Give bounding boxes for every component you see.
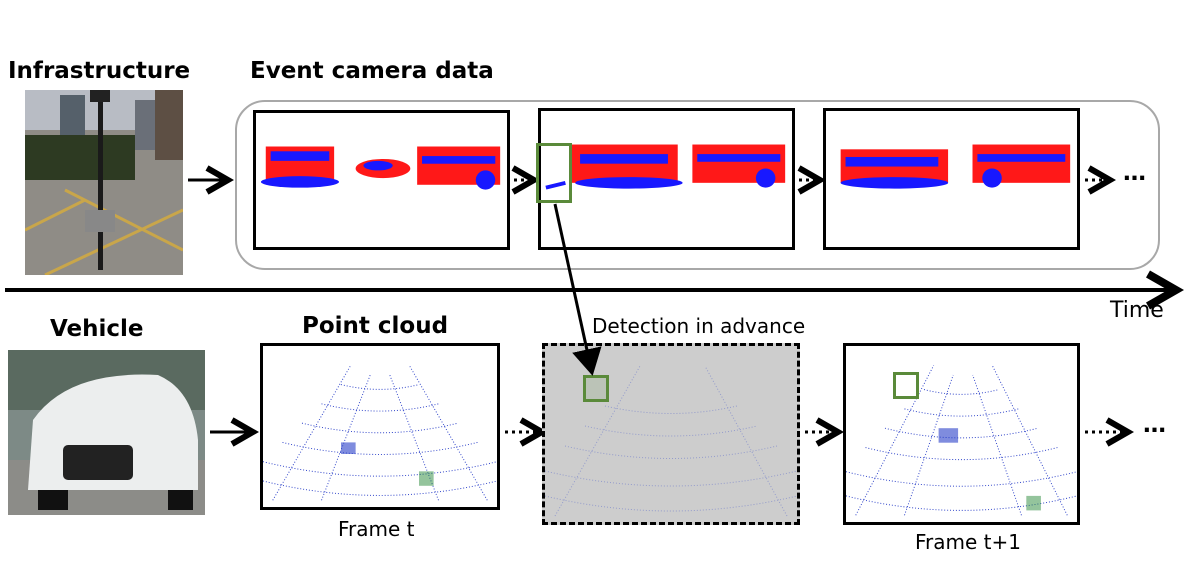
event-frame-3 bbox=[823, 108, 1080, 250]
detection-in-advance-label: Detection in advance bbox=[592, 314, 806, 338]
vehicle-title: Vehicle bbox=[50, 316, 144, 342]
event-camera-title: Event camera data bbox=[250, 58, 494, 84]
point-cloud-ellipsis: … bbox=[1143, 412, 1166, 438]
point-cloud-frame-t1 bbox=[843, 343, 1080, 525]
event-camera-container bbox=[235, 100, 1160, 270]
vehicle-photo bbox=[8, 350, 205, 515]
time-axis-label: Time bbox=[1110, 298, 1164, 323]
event-ellipsis: … bbox=[1123, 160, 1146, 186]
infrastructure-title: Infrastructure bbox=[8, 58, 191, 84]
frame-t-label: Frame t bbox=[338, 517, 415, 541]
frame-t1-label: Frame t+1 bbox=[915, 530, 1021, 554]
infrastructure-photo bbox=[25, 90, 183, 275]
event-detection-box bbox=[536, 143, 572, 203]
point-cloud-title: Point cloud bbox=[302, 313, 449, 339]
point-cloud-frame-t bbox=[260, 343, 500, 510]
event-frame-1 bbox=[253, 110, 510, 250]
advance-detection-box bbox=[583, 375, 609, 402]
frame-t1-detection-box bbox=[893, 372, 919, 399]
event-frame-2 bbox=[538, 108, 795, 250]
